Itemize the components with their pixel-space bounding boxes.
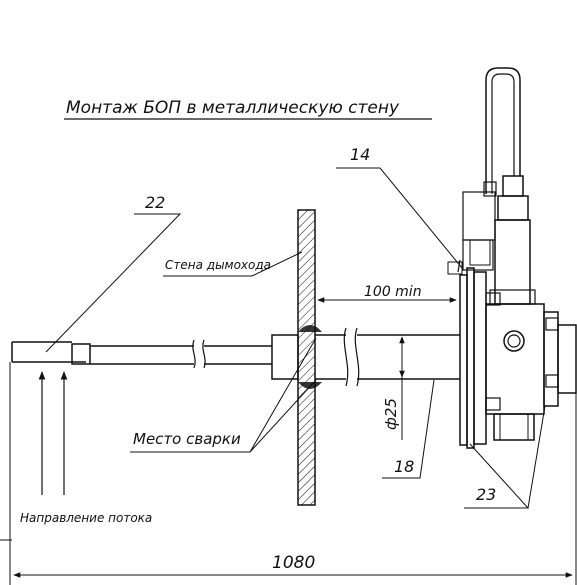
flow-tube: [11, 339, 272, 369]
flow-label: Направление потока: [20, 511, 152, 525]
leader-22: [45, 213, 182, 353]
dim-diameter-label: ф25: [382, 398, 400, 430]
chimney-wall: [297, 209, 316, 506]
leader-weld-2: [249, 379, 317, 453]
leader-18: [382, 379, 435, 479]
leader-wall: [163, 251, 303, 277]
sensor-body: [485, 292, 577, 441]
weld-bead-bottom: [298, 382, 322, 389]
drawing-title: Монтаж БОП в металлическую стену: [66, 98, 400, 118]
callout-14: 14: [350, 145, 370, 164]
leader-23-b: [527, 405, 546, 509]
sensor-column: [447, 67, 536, 305]
wall-label: Стена дымохода: [165, 258, 271, 272]
leader-14: [336, 167, 463, 269]
dim-total-label: 1080: [272, 553, 315, 573]
weld-label: Место сварки: [133, 430, 241, 448]
flange-plate: [457, 259, 487, 449]
dim-100-label: 100 min: [364, 284, 422, 300]
weld-bead-top: [298, 325, 322, 332]
callout-18: 18: [394, 457, 414, 476]
callout-22: 22: [145, 193, 165, 212]
main-tube: [271, 327, 460, 387]
callout-23: 23: [476, 485, 496, 504]
